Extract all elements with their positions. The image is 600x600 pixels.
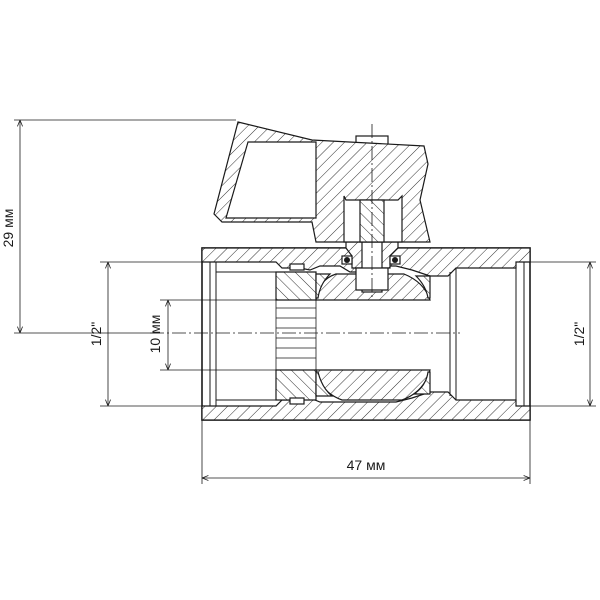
dim-10mm-label: 10 мм	[147, 315, 163, 354]
dim-10mm	[160, 299, 316, 371]
left-seat-top	[315, 273, 332, 299]
dim-47mm-label: 47 мм	[347, 457, 386, 473]
right-seat-top	[414, 275, 431, 299]
handle-cutout	[225, 141, 317, 219]
left-insert-top	[275, 271, 317, 301]
dim-right-thread	[524, 261, 596, 407]
left-bottom-oring	[289, 397, 305, 405]
dim-right-thread-label: 1/2"	[571, 322, 587, 346]
dim-29mm-label: 29 мм	[0, 209, 16, 248]
stem-oring-right-dot	[392, 257, 398, 263]
left-top-oring	[289, 263, 305, 271]
left-seat-bottom	[315, 371, 334, 397]
left-insert-bottom	[275, 369, 317, 401]
stem-oring-left-dot	[344, 257, 350, 263]
right-seat-bottom	[412, 371, 431, 395]
valve-handle	[213, 121, 431, 243]
dim-left-thread	[100, 261, 210, 407]
left-insert-threads	[275, 300, 317, 370]
dim-47mm	[201, 420, 531, 484]
dim-left-thread-label: 1/2"	[88, 322, 104, 346]
ball-bottom	[315, 369, 431, 401]
valve-body	[201, 247, 531, 421]
dim-29mm	[14, 119, 236, 334]
valve-ball	[315, 273, 431, 401]
body-bottom-wall	[201, 391, 531, 421]
